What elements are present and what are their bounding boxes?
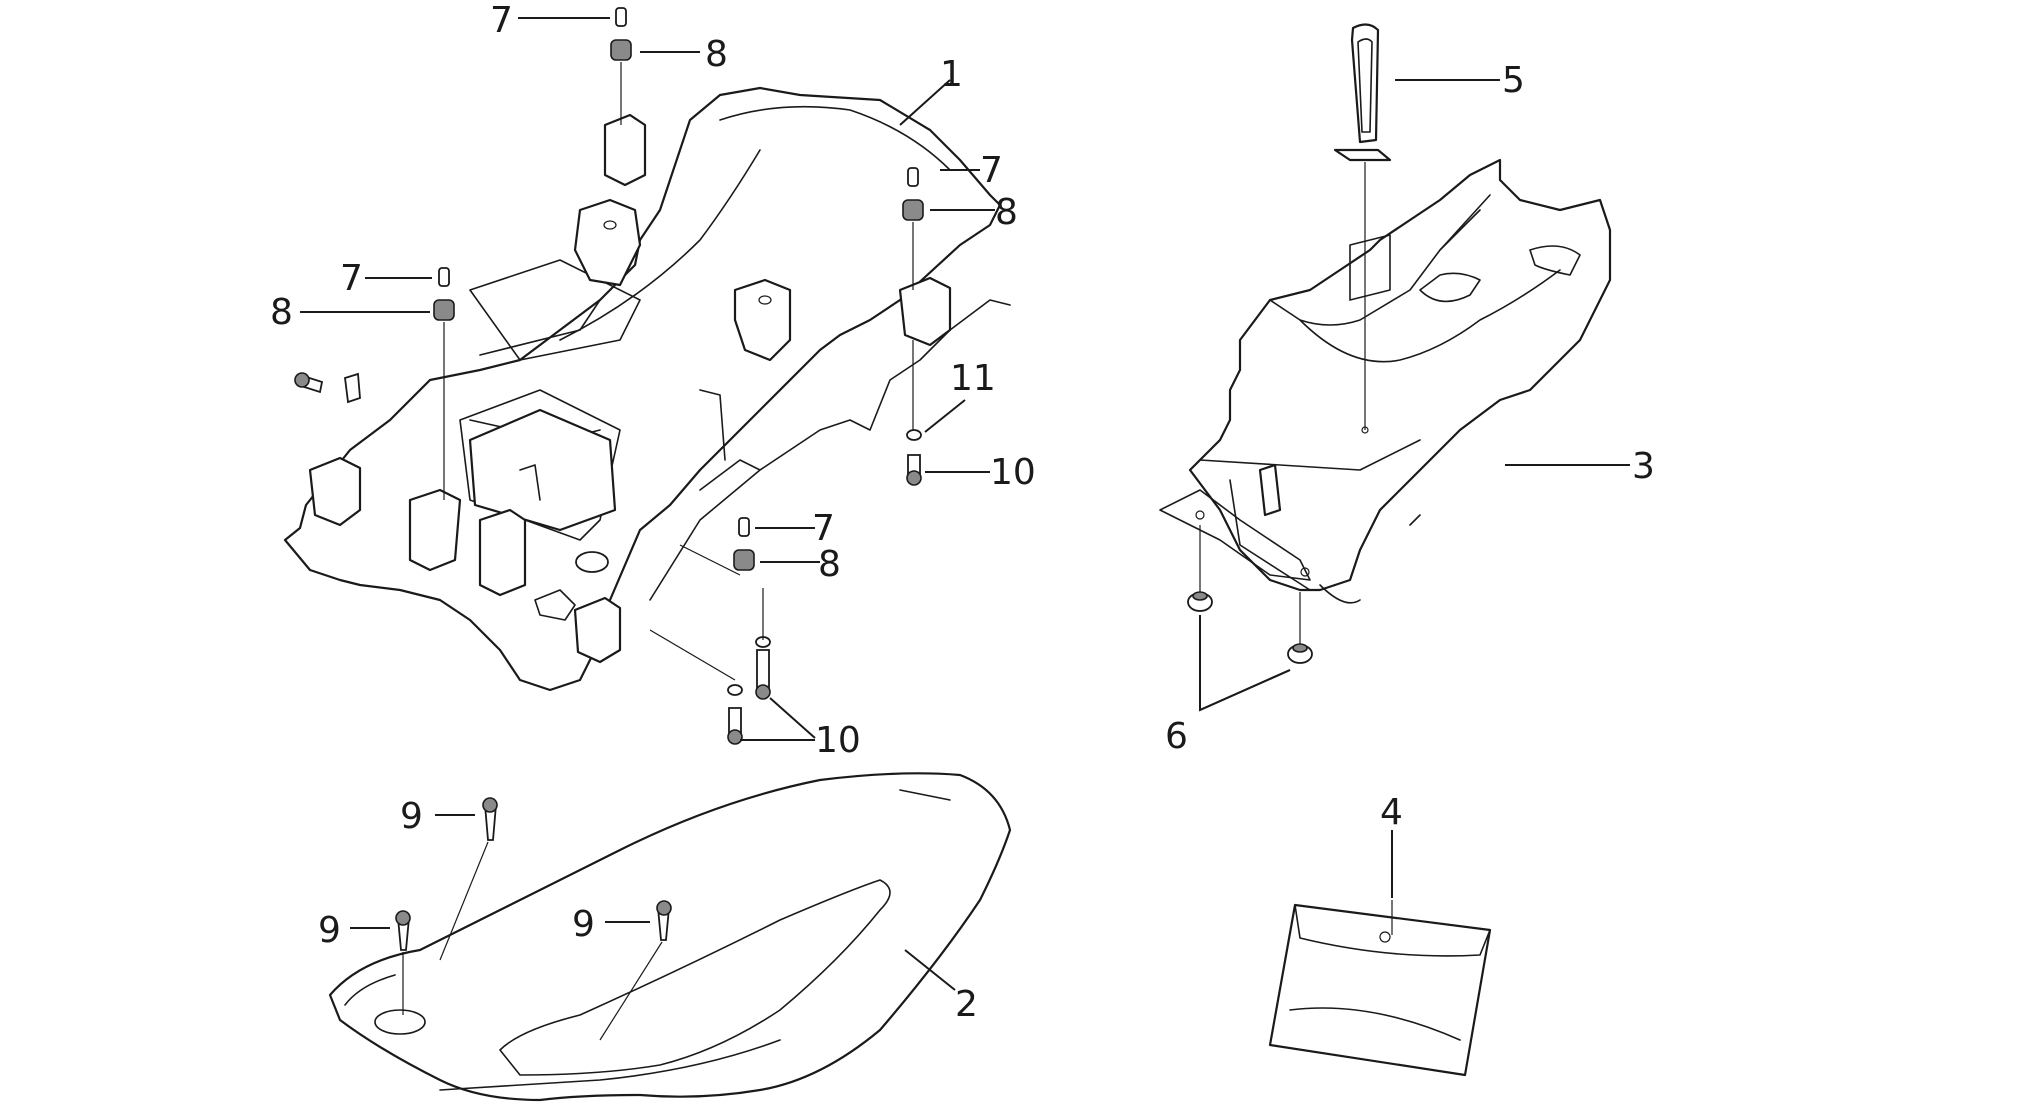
callout-8: 8: [818, 544, 841, 585]
part-5-tool-strap: [1333, 23, 1392, 434]
callout-8: 8: [995, 192, 1018, 233]
hardware-part-1: [433, 7, 924, 745]
leader-lines: [300, 17, 1630, 991]
callout-3: 3: [1632, 446, 1655, 487]
callout-4: 4: [1380, 792, 1403, 833]
callout-1: 1: [940, 54, 963, 95]
callout-2: 2: [955, 984, 978, 1025]
callout-7: 7: [980, 150, 1003, 191]
callout-10: 10: [815, 720, 861, 761]
callout-labels: 7 8 1 7 8 7 8 11 10 7 8 10 5 3 6 4 9 9 9…: [270, 0, 1655, 1025]
callout-7: 7: [812, 508, 835, 549]
callout-7: 7: [490, 0, 513, 41]
callout-7: 7: [340, 258, 363, 299]
part-4-document-pouch: [1268, 900, 1492, 1077]
callout-8: 8: [270, 292, 293, 333]
callout-11: 11: [950, 358, 996, 399]
callout-10: 10: [990, 452, 1036, 493]
part-2-rear-hugger: [328, 772, 1012, 1102]
callout-8: 8: [705, 34, 728, 75]
callout-9: 9: [400, 796, 423, 837]
part-1-inner-mudguard: [283, 86, 1011, 692]
callout-9: 9: [572, 904, 595, 945]
callout-5: 5: [1502, 60, 1525, 101]
callout-6: 6: [1165, 716, 1188, 757]
callout-9: 9: [318, 910, 341, 951]
part-3-undertray: [1159, 158, 1612, 664]
